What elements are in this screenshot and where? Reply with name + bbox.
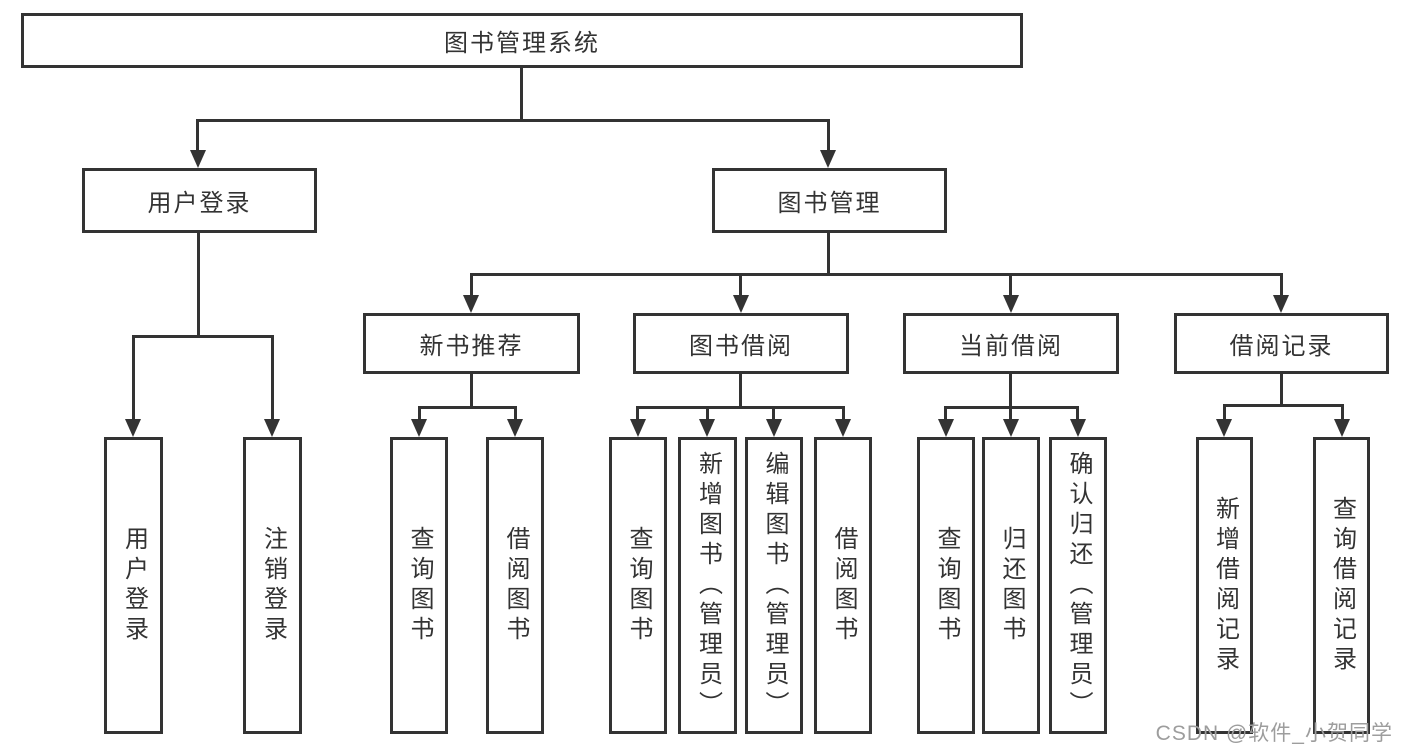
node-user-login: 用户登录 bbox=[82, 168, 317, 233]
node-label: 用户登录 bbox=[120, 525, 148, 646]
arrow-line bbox=[196, 119, 199, 150]
node-borrowing-records: 借阅记录 bbox=[1174, 313, 1389, 374]
arrow-down-icon bbox=[125, 419, 141, 437]
arrow-line bbox=[418, 406, 421, 419]
arrow-line bbox=[1223, 404, 1226, 419]
leaf-borrow-books-recommend: 借阅图书 bbox=[486, 437, 544, 734]
leaf-edit-book-admin: 编辑图书（管理员） bbox=[745, 437, 803, 734]
leaf-query-borrow-record: 查询借阅记录 bbox=[1313, 437, 1370, 734]
arrow-down-icon bbox=[1003, 295, 1019, 313]
watermark-text: CSDN @软件_小贺同学 bbox=[1155, 722, 1393, 745]
connector-line bbox=[418, 406, 517, 409]
node-label: 查询借阅记录 bbox=[1328, 495, 1356, 676]
arrow-down-icon bbox=[190, 150, 206, 168]
connector-line bbox=[470, 374, 473, 409]
arrow-down-icon bbox=[766, 419, 782, 437]
leaf-logout: 注销登录 bbox=[243, 437, 302, 734]
arrow-down-icon bbox=[1070, 419, 1086, 437]
arrow-line bbox=[944, 406, 947, 419]
connector-line bbox=[197, 119, 830, 122]
connector-line bbox=[470, 273, 1283, 276]
arrow-line bbox=[827, 119, 830, 150]
leaf-return-book: 归还图书 bbox=[982, 437, 1040, 734]
leaf-borrow-books-borrowing: 借阅图书 bbox=[814, 437, 872, 734]
arrow-down-icon bbox=[411, 419, 427, 437]
arrow-down-icon bbox=[938, 419, 954, 437]
arrow-line bbox=[842, 406, 845, 419]
arrow-line bbox=[1009, 406, 1012, 419]
arrow-line bbox=[470, 273, 473, 295]
arrow-line bbox=[132, 335, 135, 419]
arrow-down-icon bbox=[264, 419, 280, 437]
connector-line bbox=[520, 68, 523, 122]
node-book-borrowing: 图书借阅 bbox=[633, 313, 849, 374]
node-label: 新书推荐 bbox=[419, 333, 524, 360]
node-label: 借阅记录 bbox=[1229, 333, 1334, 360]
node-label: 图书借阅 bbox=[689, 333, 793, 360]
leaf-query-books-borrowing: 查询图书 bbox=[609, 437, 667, 734]
leaf-user-login: 用户登录 bbox=[104, 437, 163, 734]
connector-line bbox=[827, 233, 830, 276]
leaf-query-books-recommend: 查询图书 bbox=[390, 437, 448, 734]
node-library-management-system: 图书管理系统 bbox=[21, 13, 1023, 68]
node-label: 当前借阅 bbox=[959, 333, 1063, 360]
leaf-query-books-current: 查询图书 bbox=[917, 437, 975, 734]
node-label: 查询图书 bbox=[933, 525, 960, 646]
arrow-down-icon bbox=[699, 419, 715, 437]
arrow-line bbox=[636, 406, 639, 419]
arrow-down-icon bbox=[630, 419, 646, 437]
arrow-down-icon bbox=[1273, 295, 1289, 313]
connector-line bbox=[636, 406, 845, 409]
arrow-down-icon bbox=[463, 295, 479, 313]
node-label: 借阅图书 bbox=[502, 525, 529, 646]
node-label: 查询图书 bbox=[625, 525, 652, 646]
arrow-line bbox=[1341, 404, 1344, 419]
node-label: 查询图书 bbox=[406, 525, 433, 646]
arrow-down-icon bbox=[733, 295, 749, 313]
arrow-line bbox=[1009, 273, 1012, 295]
arrow-line bbox=[1076, 406, 1079, 419]
arrow-down-icon bbox=[820, 150, 836, 168]
arrow-line bbox=[514, 406, 517, 419]
arrow-down-icon bbox=[1334, 419, 1350, 437]
node-label: 确认归还（管理员） bbox=[1065, 450, 1092, 721]
arrow-line bbox=[739, 273, 742, 295]
connector-line bbox=[132, 335, 274, 338]
leaf-add-book-admin: 新增图书（管理员） bbox=[678, 437, 737, 734]
node-label: 图书管理 bbox=[777, 190, 882, 217]
connector-line bbox=[197, 233, 200, 338]
leaf-add-borrow-record: 新增借阅记录 bbox=[1196, 437, 1253, 734]
node-label: 归还图书 bbox=[998, 525, 1025, 646]
node-label: 用户登录 bbox=[147, 190, 252, 217]
connector-line bbox=[739, 374, 742, 409]
node-label: 注销登录 bbox=[259, 525, 287, 646]
node-new-book-recommendation: 新书推荐 bbox=[363, 313, 580, 374]
arrow-down-icon bbox=[507, 419, 523, 437]
arrow-line bbox=[271, 335, 274, 419]
arrow-line bbox=[772, 406, 775, 419]
connector-line bbox=[1223, 404, 1344, 407]
node-label: 借阅图书 bbox=[830, 525, 857, 646]
node-label: 图书管理系统 bbox=[444, 30, 600, 57]
arrow-line bbox=[1280, 273, 1283, 295]
arrow-down-icon bbox=[1216, 419, 1232, 437]
node-current-borrowing: 当前借阅 bbox=[903, 313, 1119, 374]
connector-line bbox=[1280, 374, 1283, 407]
node-label: 新增图书（管理员） bbox=[694, 450, 722, 721]
leaf-confirm-return-admin: 确认归还（管理员） bbox=[1049, 437, 1107, 734]
node-book-management: 图书管理 bbox=[712, 168, 947, 233]
arrow-down-icon bbox=[1003, 419, 1019, 437]
arrow-line bbox=[706, 406, 709, 419]
node-label: 新增借阅记录 bbox=[1211, 495, 1239, 676]
node-label: 编辑图书（管理员） bbox=[761, 450, 788, 721]
arrow-down-icon bbox=[835, 419, 851, 437]
connector-line bbox=[1009, 374, 1012, 409]
